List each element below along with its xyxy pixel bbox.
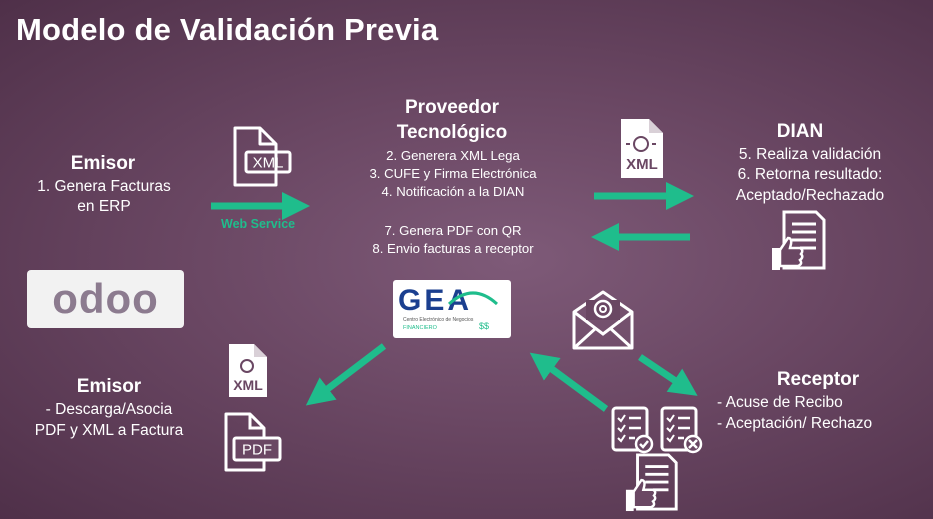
xml-label: XML — [253, 155, 284, 172]
gea-logo: GEA Centro Electrónico de Negocios FINAN… — [393, 280, 511, 338]
page-title: Modelo de Validación Previa — [16, 12, 439, 47]
dian-line-5: 5. Realiza validación — [738, 146, 882, 163]
emisor-top-line-2: en ERP — [77, 198, 131, 215]
web-service-label: Web Service — [221, 217, 296, 231]
dian-line-6: 6. Retorna resultado: — [737, 166, 883, 183]
proveedor-line-4: 4. Notificación a la DIAN — [381, 184, 525, 199]
proveedor-line-8: 8. Envio facturas a receptor — [372, 241, 534, 256]
receptor-heading: Receptor — [776, 369, 860, 390]
proveedor-heading-1: Proveedor — [405, 97, 499, 118]
arrow-receptor-to-proveedor — [529, 352, 609, 412]
document-thumbs-up-icon — [772, 210, 826, 270]
emisor-bottom-heading: Emisor — [76, 376, 142, 397]
document-thumbs-up-icon — [625, 453, 678, 512]
proveedor-line-3: 3. CUFE y Firma Electrónica — [369, 166, 537, 181]
envelope-at-icon — [572, 290, 634, 350]
emisor-bottom-line-1: - Descarga/Asocia — [45, 401, 173, 418]
emisor-bottom-line-2: PDF y XML a Factura — [34, 422, 184, 439]
emisor-top-line-1: 1. Genera Facturas — [37, 178, 171, 195]
gea-logo-text: GEA — [398, 284, 472, 317]
checklist-cancel-icon — [660, 406, 703, 454]
gea-logo-mark: GEA Centro Electrónico de Negocios FINAN… — [398, 284, 499, 331]
checklist-check-icon — [611, 406, 654, 454]
arrow-proveedor-to-emisor — [305, 343, 387, 406]
receptor-line-2: - Aceptación/ Rechazo — [717, 415, 873, 432]
proveedor-line-2: 2. Generera XML Lega — [386, 148, 520, 163]
arrow-proveedor-to-receptor — [638, 354, 698, 396]
odoo-logo: odoo — [27, 270, 184, 328]
pdf-label: PDF — [242, 442, 272, 459]
proveedor-line-7: 7. Genera PDF con QR — [384, 223, 522, 238]
proveedor-heading-2: Tecnológico — [396, 122, 508, 143]
xml-file-icon: XML — [233, 126, 292, 187]
gea-logo-subtitle: Centro Electrónico de Negocios — [403, 317, 474, 323]
pdf-file-icon: PDF — [224, 412, 282, 472]
xml-label: XML — [626, 156, 658, 173]
gea-logo-symbol: $$ — [479, 321, 489, 331]
xml-label: XML — [233, 377, 263, 393]
gea-logo-subtitle-2: FINANCIERO — [403, 325, 438, 331]
emisor-top-heading: Emisor — [70, 153, 136, 174]
xml-file-icon: XML — [621, 119, 663, 178]
dian-heading: DIAN — [776, 121, 824, 142]
xml-file-icon: XML — [229, 344, 267, 397]
dian-line-result: Aceptado/Rechazado — [735, 187, 885, 204]
receptor-line-1: - Acuse de Recibo — [717, 394, 843, 411]
